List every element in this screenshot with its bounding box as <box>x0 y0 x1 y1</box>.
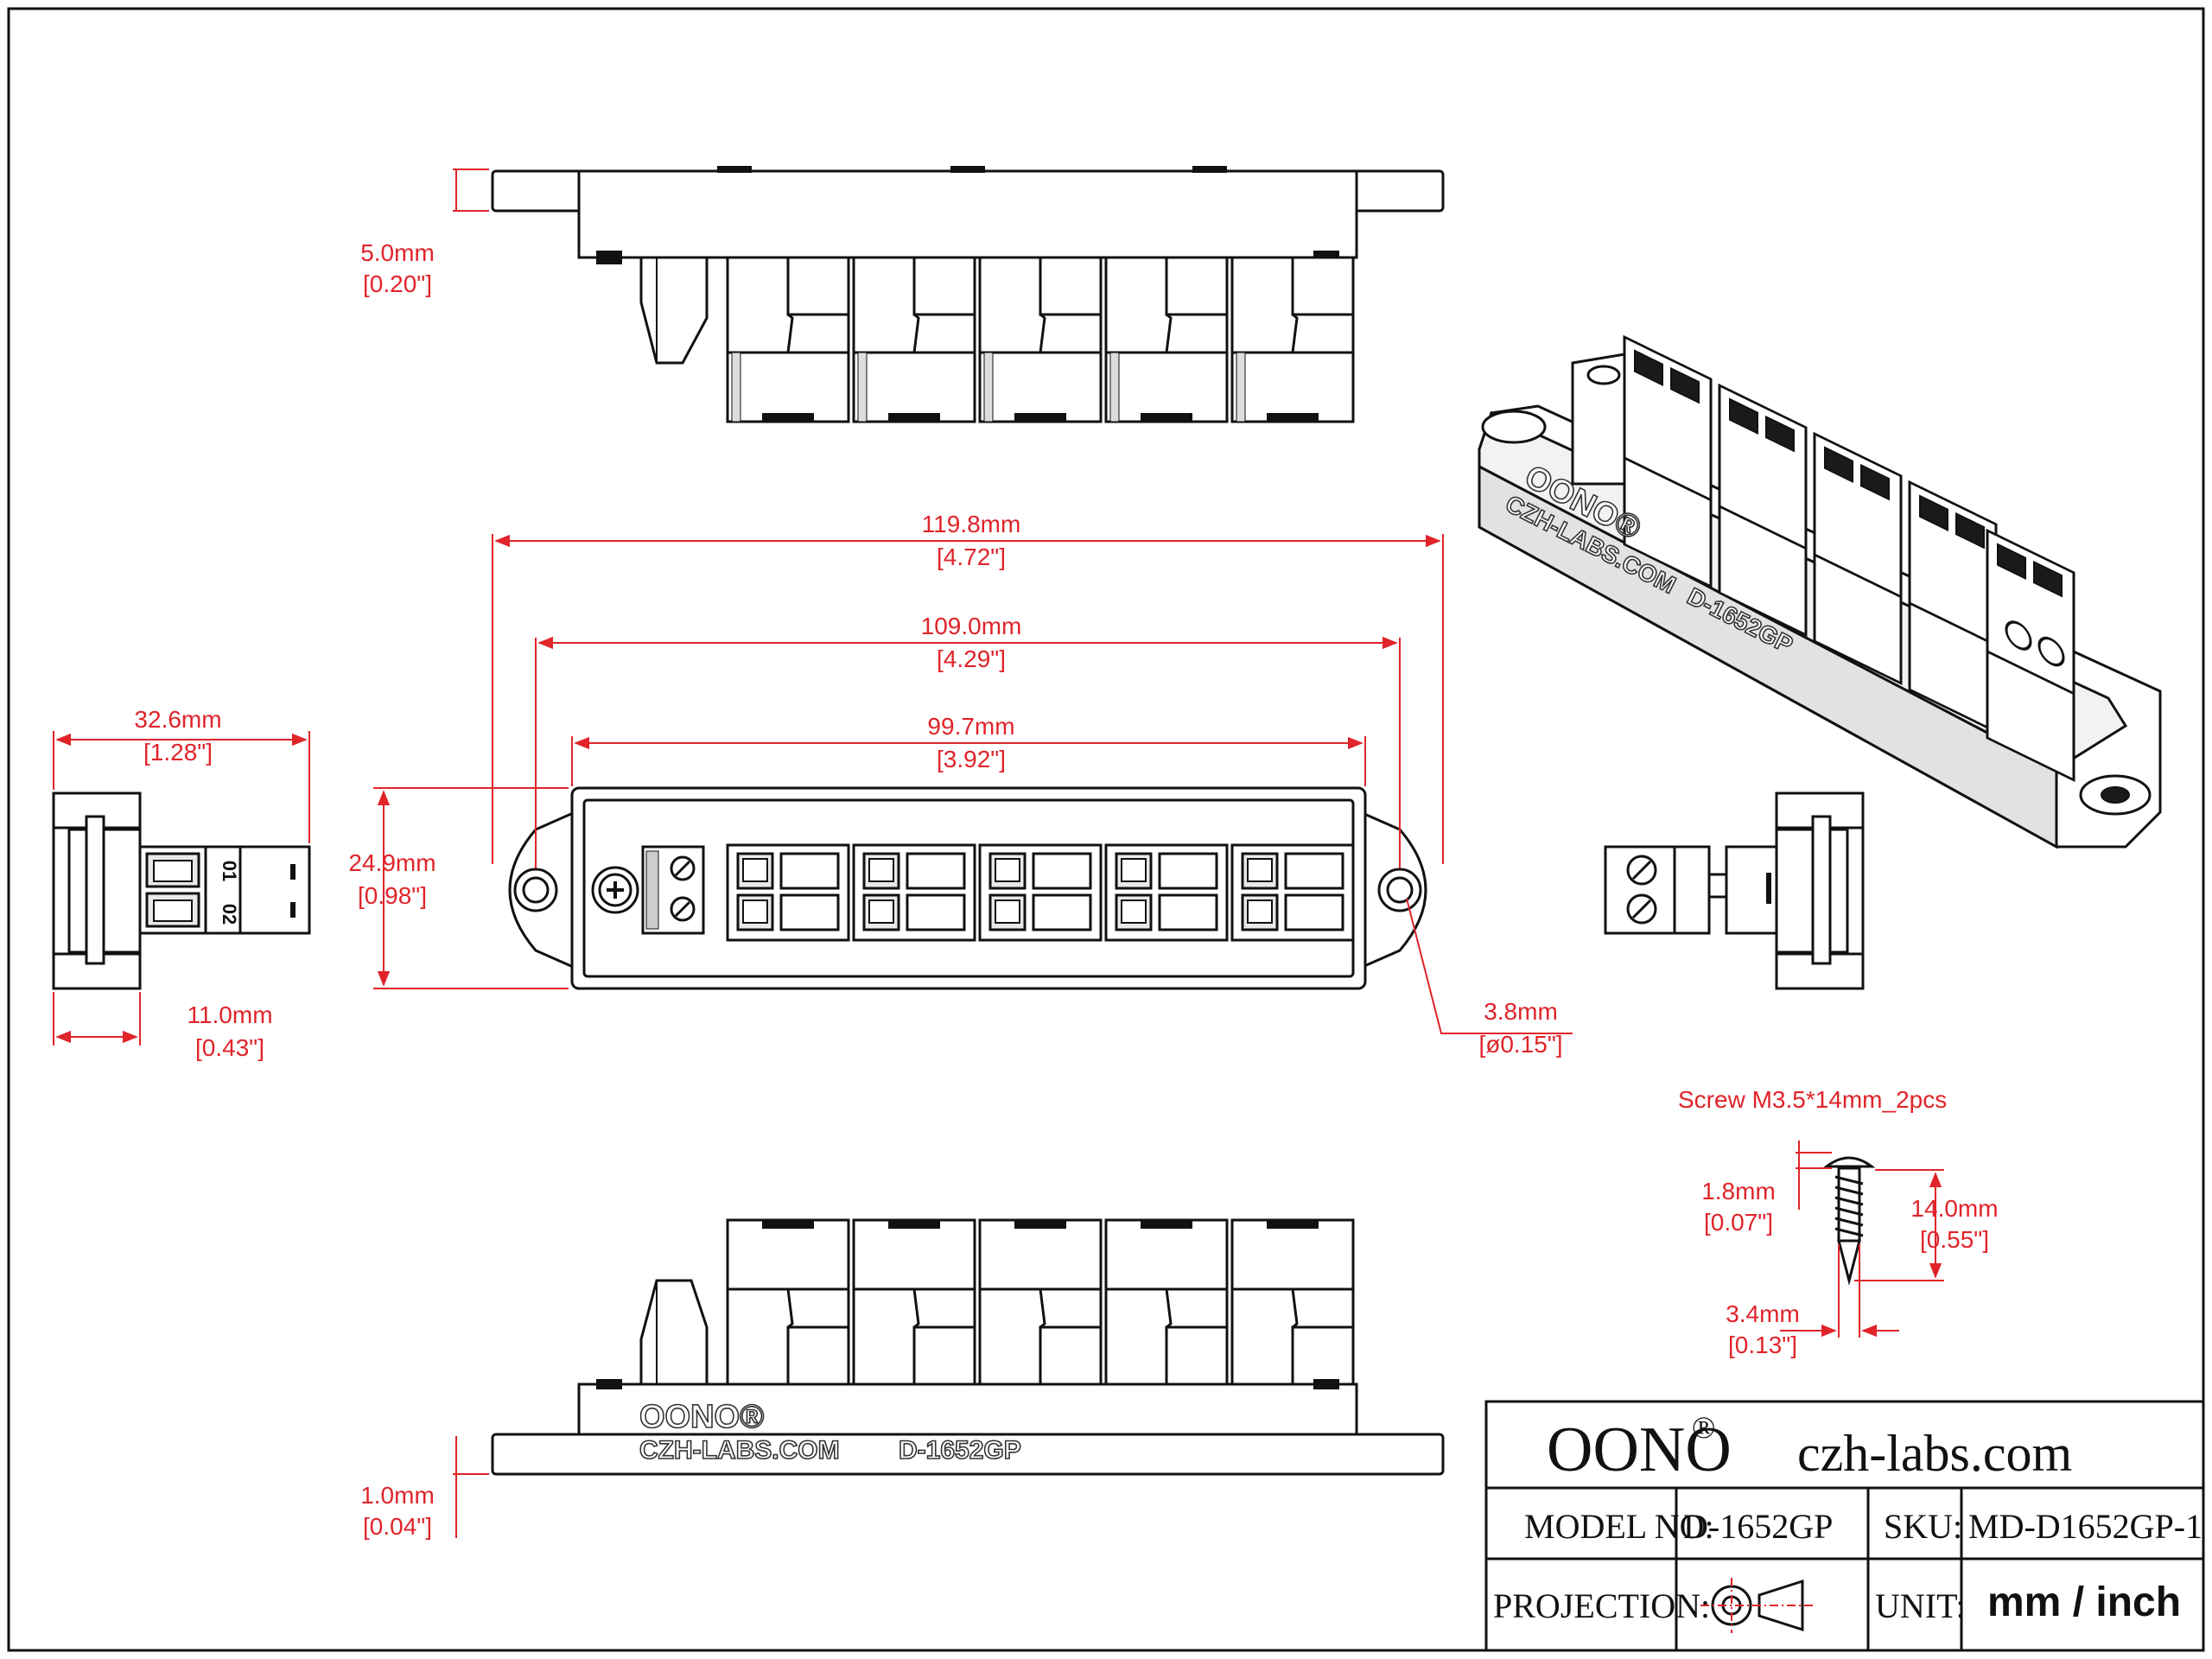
top-flange-mm: 5.0mm <box>360 239 435 266</box>
tb-brand-mark: ® <box>1692 1410 1715 1445</box>
screw-diameter-inch: [0.13"] <box>1728 1332 1797 1358</box>
terminal-label-02: 02 <box>219 904 240 925</box>
projection-symbol-icon <box>1700 1578 1815 1633</box>
front-view <box>508 786 1427 990</box>
top-view <box>491 166 1445 423</box>
width-overall-inch: [4.72"] <box>937 543 1006 570</box>
hole-mm: 3.8mm <box>1484 998 1558 1025</box>
width-holes-inch: [4.29"] <box>937 645 1006 672</box>
screw-head-inch: [0.07"] <box>1704 1209 1773 1236</box>
screw-drawing <box>1822 1156 1876 1286</box>
bottom-flange-inch: [0.04"] <box>363 1513 432 1540</box>
screw-length-mm: 14.0mm <box>1910 1195 1998 1222</box>
top-flange-inch: [0.20"] <box>363 270 432 297</box>
tb-model-value: D-1652GP <box>1683 1507 1833 1546</box>
screw-head-mm: 1.8mm <box>1701 1178 1776 1205</box>
bottom-view: OONO® CZH-LABS.COM D-1652GP <box>491 1218 1445 1476</box>
width-body-inch: [3.92"] <box>937 746 1006 772</box>
base-depth-mm: 11.0mm <box>187 1001 272 1028</box>
depth-inch: [1.28"] <box>143 739 213 766</box>
tb-projection-label: PROJECTION: <box>1493 1586 1710 1625</box>
tb-sku-value: MD-D1652GP-1 <box>1968 1507 2202 1546</box>
emboss-model: D-1652GP <box>899 1436 1021 1465</box>
right-side-view <box>1604 791 1865 990</box>
depth-mm: 32.6mm <box>134 706 221 733</box>
sheet-border <box>7 7 2205 1652</box>
width-holes-mm: 109.0mm <box>921 613 1022 639</box>
isometric-view: OONO® CZH-LABS.COM D-1652GP <box>1478 334 2162 849</box>
emboss-brand: OONO® <box>639 1399 764 1435</box>
tb-website: czh-labs.com <box>1797 1425 2072 1482</box>
width-overall-mm: 119.8mm <box>922 511 1021 537</box>
screw-diameter-mm: 3.4mm <box>1726 1300 1800 1327</box>
width-body-mm: 99.7mm <box>927 713 1014 740</box>
bottom-flange-mm: 1.0mm <box>360 1482 435 1509</box>
height-inch: [0.98"] <box>358 882 427 909</box>
tb-brand: OONO <box>1547 1414 1732 1485</box>
left-side-view: 01 02 <box>52 791 311 990</box>
tb-sku-label: SKU: <box>1884 1507 1962 1546</box>
hole-inch: [ø0.15"] <box>1478 1031 1562 1058</box>
base-depth-inch: [0.43"] <box>195 1034 264 1061</box>
screw-title: Screw M3.5*14mm_2pcs <box>1678 1086 1947 1113</box>
terminal-label-01: 01 <box>219 861 240 881</box>
tb-model-label: MODEL NO: <box>1524 1507 1714 1546</box>
emboss-site: CZH-LABS.COM <box>639 1436 840 1465</box>
tb-unit-value: mm / inch <box>1987 1580 2181 1625</box>
screw-length-inch: [0.55"] <box>1920 1226 1989 1253</box>
tb-unit-label: UNIT: <box>1875 1586 1966 1625</box>
title-block: OONO ® czh-labs.com MODEL NO: D-1652GP S… <box>1484 1400 2205 1652</box>
height-mm: 24.9mm <box>348 849 435 876</box>
